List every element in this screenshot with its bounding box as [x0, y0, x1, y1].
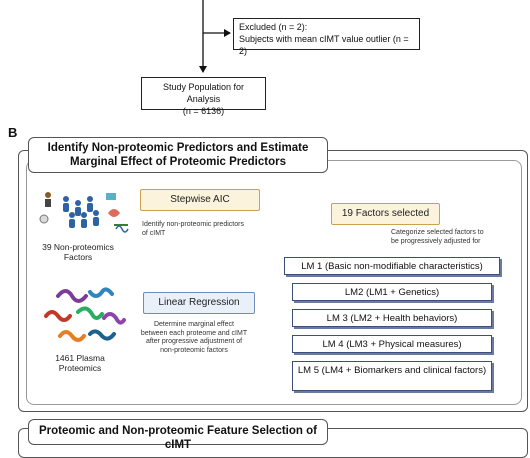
section-b-header: Identify Non-proteomic Predictors and Es…: [28, 137, 328, 173]
categorize-note: Categorize selected factors to be progre…: [391, 229, 484, 245]
stepwise-note: Identify non-proteomic predictors of cIM…: [142, 221, 244, 237]
linear-regression-box: Linear Regression: [143, 292, 255, 314]
section-b-header-line2: Marginal Effect of Proteomic Predictors: [70, 156, 286, 168]
factors-selected-box: 19 Factors selected: [331, 203, 440, 225]
people-icon: [63, 196, 99, 228]
lm-model-2: LM2 (LM1 + Genetics): [292, 283, 492, 301]
proteomics-illustration: [44, 287, 126, 342]
excluded-title: Excluded (n = 2):: [239, 22, 308, 32]
section-b-header-line1: Identify Non-proteomic Predictors and Es…: [47, 142, 309, 154]
linear-regression-note: Determine marginal effect between each p…: [140, 321, 248, 354]
lm-model-3: LM 3 (LM2 + Health behaviors): [292, 309, 492, 327]
non-proteomics-caption: 39 Non-proteomics Factors: [42, 242, 114, 262]
excluded-box: Excluded (n = 2): Subjects with mean cIM…: [233, 18, 420, 56]
lifestyle-icons: [39, 192, 129, 233]
study-population-count: (n = 6136): [182, 106, 225, 116]
section-b-letter: B: [8, 125, 18, 140]
lm-model-4: LM 4 (LM3 + Physical measures): [292, 335, 492, 353]
excluded-detail: Subjects with mean cIMT value outlier (n…: [239, 34, 409, 56]
stepwise-aic-box: Stepwise AIC: [140, 189, 260, 211]
section-c-header: Proteomic and Non-proteomic Feature Sele…: [28, 419, 328, 451]
non-proteomics-illustration: [39, 192, 129, 233]
study-population-box: Study Population for Analysis (n = 6136): [141, 77, 266, 116]
study-population-label: Study Population for Analysis: [162, 82, 245, 104]
plasma-proteomics-caption: 1461 Plasma Proteomics: [55, 353, 105, 373]
lm-model-5: LM 5 (LM4 + Biomarkers and clinical fact…: [292, 361, 492, 391]
lm-model-1: LM 1 (Basic non-modifiable characteristi…: [284, 257, 500, 275]
